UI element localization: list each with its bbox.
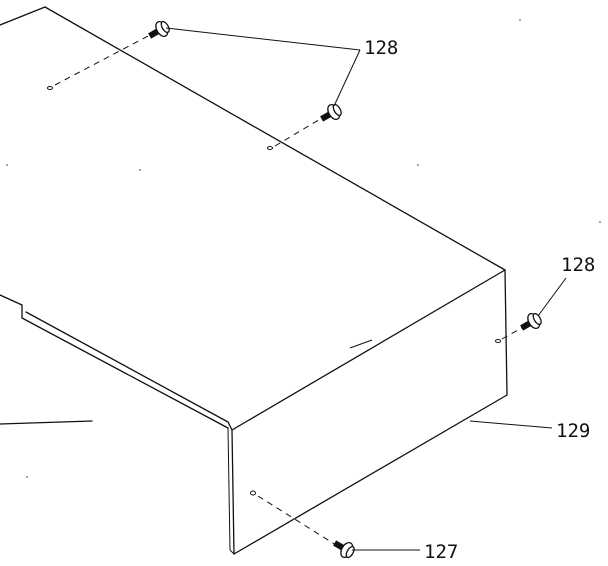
leader-lines (165, 27, 567, 551)
assembly-line (54, 34, 151, 86)
cover-panel (0, 6, 508, 555)
scan-specks (6, 19, 601, 478)
screw-icon (148, 20, 170, 39)
assembly-line (274, 117, 323, 147)
assembly-line (257, 495, 337, 546)
callout-127: 127 (424, 541, 458, 563)
callout-128-side: 128 (561, 254, 595, 276)
screw-icon (320, 103, 342, 122)
screw-icon (520, 312, 542, 331)
screw-icon (333, 540, 355, 559)
callout-129: 129 (556, 420, 590, 442)
callout-128-top: 128 (364, 37, 398, 59)
assembly-line (501, 325, 526, 340)
